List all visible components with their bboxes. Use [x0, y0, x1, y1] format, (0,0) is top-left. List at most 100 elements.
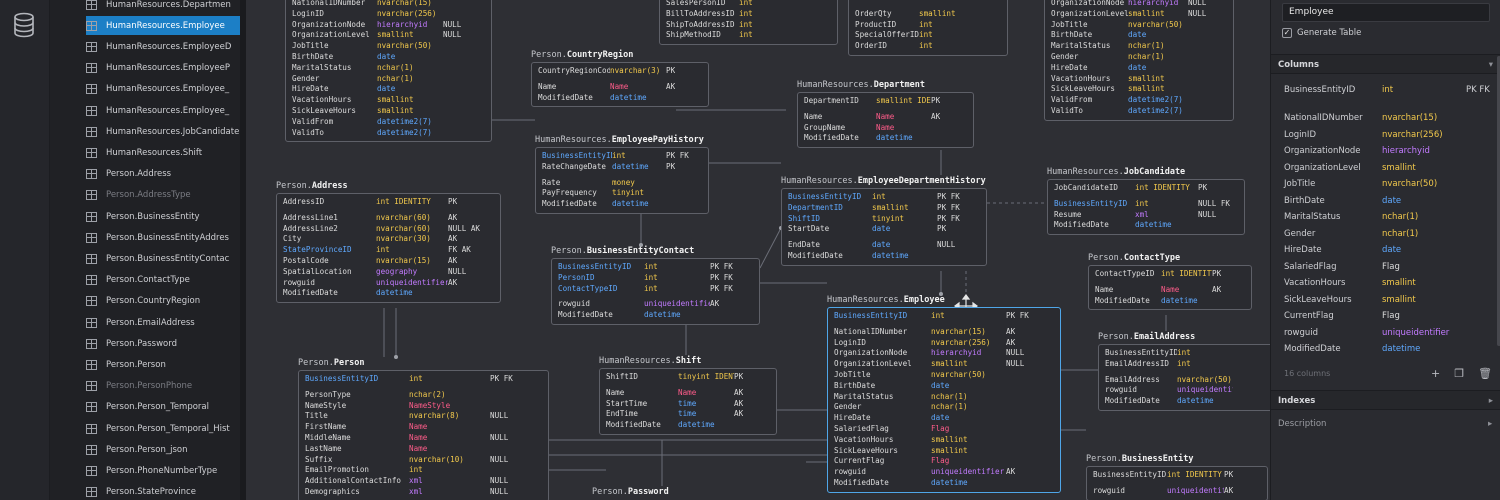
tree-item[interactable]: HumanResources.EmployeeD — [86, 37, 246, 56]
tree-item[interactable]: HumanResources.Employee — [86, 16, 246, 36]
description-section-header[interactable]: Description ▸ — [1278, 419, 1492, 429]
entity-password[interactable]: Person.Password — [592, 486, 742, 499]
tree-item[interactable]: Person.CountryRegion — [86, 292, 246, 311]
columns-section-header[interactable]: Columns ▾ — [1271, 54, 1500, 74]
copy-icon[interactable]: ❐ — [1454, 367, 1465, 380]
tree-item[interactable]: Person.Password — [86, 334, 246, 353]
tree-item[interactable]: Person.Person_Temporal — [86, 398, 246, 417]
tree-item[interactable]: Person.EmailAddress — [86, 313, 246, 332]
tree-item[interactable]: Person.BusinessEntity — [86, 207, 246, 226]
tree-item[interactable]: Person.BusinessEntityContac — [86, 249, 246, 268]
trash-icon[interactable]: 🗑 — [1478, 367, 1493, 380]
tree-item[interactable]: Person.StateProvince — [86, 483, 246, 500]
tree-item[interactable]: HumanResources.JobCandidate — [86, 122, 246, 141]
tree-item[interactable]: Person.PhoneNumberType — [86, 461, 246, 480]
tree-item[interactable]: Person.Person_Temporal_Hist — [86, 419, 246, 438]
tree-item[interactable]: Person.Person — [86, 355, 246, 374]
tree-item[interactable]: Person.ContactType — [86, 271, 246, 290]
tree-item[interactable]: Person.BusinessEntityAddres — [86, 228, 246, 247]
tree-item[interactable]: Person.AddressType — [86, 186, 246, 205]
